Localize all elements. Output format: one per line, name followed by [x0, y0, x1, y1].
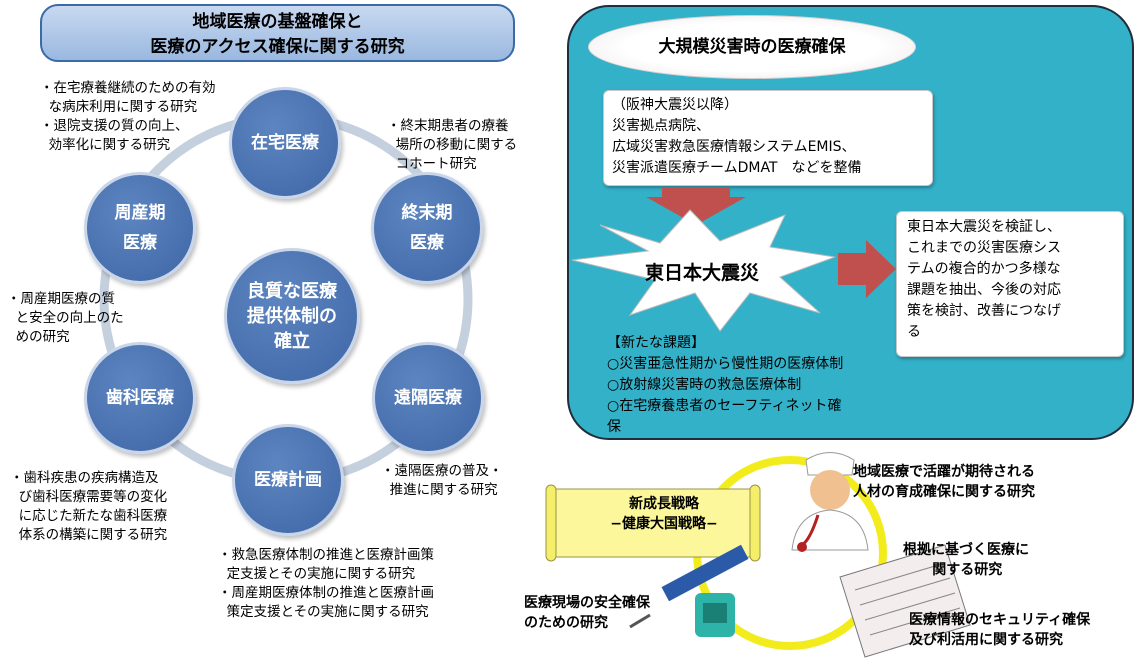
disaster-background-box: （阪神大震災以降） 災害拠点病院、 広域災害救急医療情報システムEMIS、 災害…	[603, 90, 933, 186]
center-line1: 良質な医療	[247, 280, 337, 302]
documents-icon	[839, 544, 971, 658]
doctor-icon	[791, 452, 869, 552]
left-title-line1: 地域医療の基盤確保と	[192, 12, 363, 32]
node-terminal-line2: 医療	[410, 233, 444, 253]
node-terminal-line1: 終末期	[401, 203, 453, 223]
syringe-icon	[629, 544, 749, 629]
node-planning-label: 医療計画	[254, 470, 322, 490]
node-home-care-label: 在宅医療	[251, 133, 319, 153]
scroll-text: 新成長戦略 −健康大国戦略−	[572, 494, 756, 534]
disaster-result-box: 東日本大震災を検証し、 これまでの災害医療シス テムの複合的かつ多様な 課題を抽…	[896, 211, 1124, 357]
node-perinatal-care: 周産期 医療	[84, 172, 196, 284]
node-medical-planning: 医療計画	[232, 424, 344, 536]
label-personnel-research: 地域医療で活躍が期待される 人材の育成確保に関する研究	[853, 464, 1035, 500]
node-home-care: 在宅医療	[229, 87, 341, 199]
note-medical-planning: ・救急医療体制の推進と医療計画策 定支援とその実施に関する研究 ・周産期医療体制…	[218, 547, 434, 620]
node-terminal-care: 終末期 医療	[371, 172, 483, 284]
node-dental-care: 歯科医療	[84, 342, 196, 454]
label-evidence-based: 根拠に基づく医療に 関する研究	[903, 542, 1029, 578]
left-title-box: 地域医療の基盤確保と 医療のアクセス確保に関する研究	[40, 4, 515, 62]
node-perinatal-line1: 周産期	[114, 203, 166, 223]
note-terminal-care: ・終末期患者の療養 場所の移動に関する コホート研究	[387, 118, 518, 172]
node-remote-label: 遠隔医療	[394, 388, 462, 408]
center-line3: 確立	[274, 330, 310, 352]
node-perinatal-line2: 医療	[123, 233, 157, 253]
node-dental-label: 歯科医療	[106, 388, 174, 408]
disaster-title: 大規模災害時の医療確保	[588, 15, 916, 79]
note-perinatal-care: ・周産期医療の質 と安全の向上のた めの研究	[7, 291, 124, 345]
center-line2: 提供体制の	[247, 305, 337, 327]
scroll-line1: 新成長戦略	[629, 496, 699, 512]
node-remote-care: 遠隔医療	[372, 342, 484, 454]
iv-bag-icon	[695, 593, 735, 637]
label-info-security: 医療情報のセキュリティ確保 及び利活用に関する研究	[909, 612, 1091, 648]
earthquake-graphic	[571, 187, 896, 332]
note-dental-care: ・歯科疾患の疾病構造及 び歯科医療需要等の変化 に応じた新たな歯科医療 体系の構…	[10, 470, 168, 543]
growth-graphic	[545, 452, 971, 658]
burst-shape	[571, 209, 836, 332]
left-title-line2: 医療のアクセス確保に関する研究	[150, 37, 405, 57]
new-issues-text: 【新たな課題】 ○災害亜急性期から慢性期の医療体制 ○放射線災害時の救急医療体制…	[607, 335, 844, 435]
note-remote-care: ・遠隔医療の普及・ 推進に関する研究	[381, 463, 503, 498]
earthquake-label: 東日本大震災	[645, 262, 760, 284]
note-home-care: ・在宅療養継続のための有効 な病床利用に関する研究 ・退院支援の質の向上、 効率…	[40, 80, 216, 153]
down-arrow-icon	[646, 187, 746, 225]
scroll-line2: −健康大国戦略−	[610, 516, 718, 532]
scroll-icon	[545, 484, 761, 562]
center-circle: 良質な医療 提供体制の 確立	[224, 248, 360, 384]
right-arrow-icon	[838, 240, 896, 298]
label-safety-research: 医療現場の安全確保 のための研究	[524, 595, 650, 631]
